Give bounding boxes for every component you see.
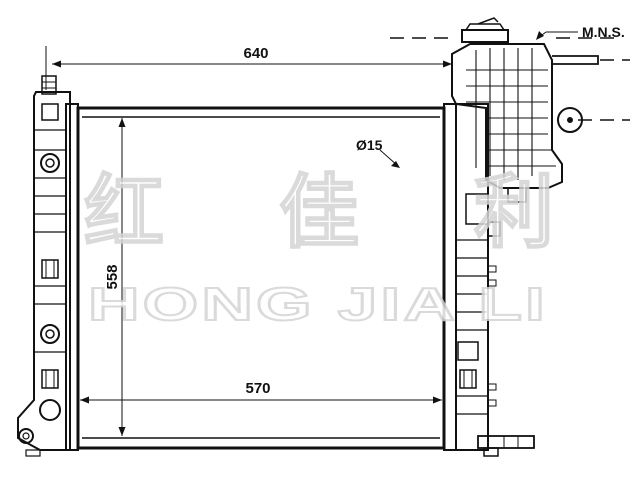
left-port-upper — [40, 153, 60, 173]
overflow-pipe — [552, 55, 599, 65]
label-overall-width: 640 — [243, 45, 268, 62]
right-tank-ribs — [456, 239, 488, 415]
watermark-latin: HONG JIA LI — [88, 278, 548, 330]
mns-leader — [536, 31, 578, 40]
bottom-outlet — [477, 435, 535, 449]
diameter-leader — [379, 149, 400, 168]
center-lines — [390, 37, 630, 121]
left-drain — [39, 399, 61, 421]
watermark-chinese: 红 佳 利 — [84, 166, 554, 259]
label-pipe-diameter: Ø15 — [356, 137, 383, 153]
expansion-tank — [451, 17, 599, 225]
left-tank-ribs — [34, 129, 66, 353]
dimension-core-height — [118, 118, 126, 436]
label-mns: M.N.S. — [582, 24, 625, 40]
label-core-width: 570 — [245, 380, 270, 397]
left-port-lower — [40, 324, 60, 344]
label-core-height: 558 — [104, 264, 121, 289]
dimension-core-width — [80, 396, 442, 404]
dimension-overall-width — [45, 46, 452, 90]
right-tank — [443, 103, 535, 457]
left-tank — [17, 75, 79, 457]
filler-cap — [461, 29, 509, 43]
